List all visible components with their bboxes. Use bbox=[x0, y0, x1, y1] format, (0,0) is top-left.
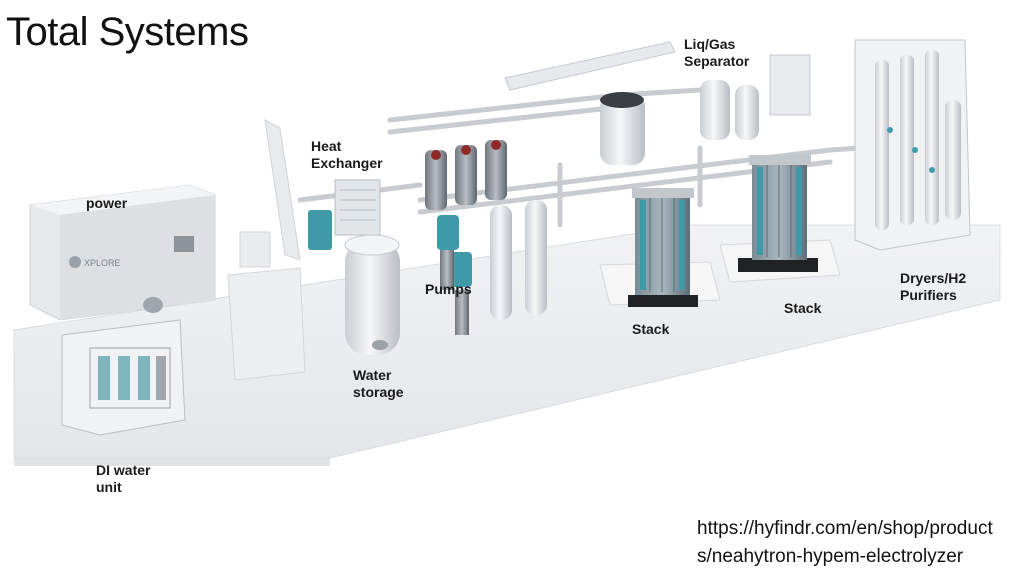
label-di-water-unit: DI water unit bbox=[96, 462, 150, 496]
label-dryers-purifiers-line2: Purifiers bbox=[900, 287, 966, 304]
power-unit-brand: XPLORE bbox=[84, 258, 121, 268]
source-url: https://hyfindr.com/en/shop/product s/ne… bbox=[697, 515, 993, 571]
label-water-storage-line2: storage bbox=[353, 384, 404, 401]
label-dryers-purifiers-line1: Dryers/H2 bbox=[900, 270, 966, 287]
label-water-storage-line1: Water bbox=[353, 367, 404, 384]
label-liq-gas-separator-line2: Separator bbox=[684, 53, 749, 70]
control-screen bbox=[174, 236, 194, 252]
electrical-cabinet bbox=[228, 120, 305, 380]
source-url-line1: https://hyfindr.com/en/shop/product bbox=[697, 515, 993, 543]
water-storage-tank bbox=[345, 235, 400, 355]
label-heat-exchanger: Heat Exchanger bbox=[311, 138, 383, 172]
filter-columns bbox=[425, 140, 507, 210]
label-stack-2: Stack bbox=[784, 300, 821, 317]
top-manifold bbox=[505, 42, 675, 90]
label-stack-1: Stack bbox=[632, 321, 669, 338]
label-di-water-unit-line2: unit bbox=[96, 479, 150, 496]
label-liq-gas-separator: Liq/Gas Separator bbox=[684, 36, 749, 70]
label-pumps: Pumps bbox=[425, 281, 472, 298]
source-url-line2: s/neahytron-hypem-electrolyzer bbox=[697, 543, 993, 571]
di-water-unit bbox=[62, 320, 185, 435]
dryers-purifiers bbox=[855, 40, 970, 250]
label-heat-exchanger-line2: Exchanger bbox=[311, 155, 383, 172]
label-water-storage: Water storage bbox=[353, 367, 404, 401]
label-power: power bbox=[86, 195, 127, 212]
label-di-water-unit-line1: DI water bbox=[96, 462, 150, 479]
label-dryers-purifiers: Dryers/H2 Purifiers bbox=[900, 270, 966, 304]
label-liq-gas-separator-line1: Liq/Gas bbox=[684, 36, 749, 53]
label-heat-exchanger-line1: Heat bbox=[311, 138, 383, 155]
